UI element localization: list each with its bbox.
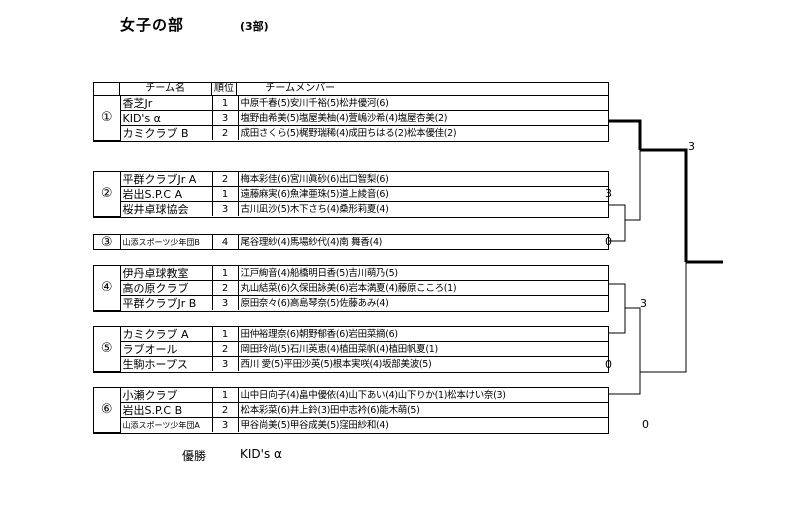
table-row: 桜井卓球協会 3 古川凪沙(5)木下さち(4)桑形莉夏(4) bbox=[94, 201, 608, 216]
team-members: 松本彩菜(6)井上鈴(3)田中志衿(6)能木萌(5) bbox=[237, 402, 608, 418]
score-bottom-semi: 3 bbox=[640, 297, 647, 310]
team-members: 塩野由希美(5)塩屋美柚(4)萱嶋沙希(4)塩屋杏美(2) bbox=[237, 110, 608, 126]
group-number: ④ bbox=[94, 266, 121, 311]
table-row: ③ 山添スポーツ少年団B 4 尾谷理紗(4)馬場紗代(4)南 舞香(4) bbox=[94, 235, 608, 249]
bracket-line-yamazoe-b bbox=[609, 220, 626, 242]
group-3: ③ 山添スポーツ少年団B 4 尾谷理紗(4)馬場紗代(4)南 舞香(4) bbox=[93, 234, 609, 250]
group-1: ① 香芝Jr 1 中原千春(5)安川千裕(5)松井優河(6) KID's α 3… bbox=[93, 95, 609, 142]
team-name: 平群クラブJr B bbox=[120, 295, 213, 310]
group-number: ⑥ bbox=[94, 388, 121, 433]
table-row: 岩出S.P.C B 2 松本彩菜(6)井上鈴(3)田中志衿(6)能木萌(5) bbox=[94, 402, 608, 418]
team-members: 丸山結菜(6)久保田詠美(6)岩本満夏(4)藤原こころ(1) bbox=[237, 280, 608, 296]
header-members: チームメンバー bbox=[265, 83, 336, 94]
team-members: 古川凪沙(5)木下さち(4)桑形莉夏(4) bbox=[237, 201, 608, 216]
bracket-line-final-top bbox=[640, 148, 688, 262]
table-row: KID's α 3 塩野由希美(5)塩屋美柚(4)萱嶋沙希(4)塩屋杏美(2) bbox=[94, 110, 608, 126]
team-name: 小瀬クラブ bbox=[119, 388, 213, 403]
bracket-line-semi-lower bbox=[625, 150, 641, 221]
team-name: 桜井卓球協会 bbox=[120, 201, 213, 216]
table-row: ラブオール 2 岡田玲尚(5)石川英恵(4)植田菜帆(4)植田帆夏(1) bbox=[94, 341, 608, 357]
header-team: チーム名 bbox=[120, 83, 212, 95]
group-2: ② 平群クラブJr A 2 梅本彩佳(6)宮川眞砂(6)出口智梨(6) 岩出S.… bbox=[93, 171, 609, 218]
winner-team: KID's α bbox=[240, 447, 282, 461]
score-kose: 0 bbox=[605, 358, 612, 371]
page-title: 女子の部 bbox=[120, 16, 185, 34]
group-5: ⑤ カミクラブ A 1 田仲裕理奈(6)朝野郁香(6)岩田菜摘(6) ラブオール… bbox=[93, 326, 609, 373]
table-row: ① 香芝Jr 1 中原千春(5)安川千裕(5)松井優河(6) bbox=[94, 96, 608, 141]
score-final-top: 3 bbox=[688, 140, 695, 153]
team-name: 生駒ホープス bbox=[120, 356, 213, 371]
group-4: ④ 伊丹卓球教室 1 江戸絢音(4)船橋明日香(5)吉川萌乃(5) 高の原クラブ… bbox=[93, 265, 609, 312]
team-members: 成田さくら(5)梶野瑞稀(4)成田ちはる(2)松本優佳(2) bbox=[237, 125, 608, 140]
table-row: 生駒ホープス 3 西川 愛(5)平田沙英(5)根本実咲(4)坂部美波(5) bbox=[94, 356, 608, 371]
team-name: KID's α bbox=[120, 110, 213, 126]
team-rank: 1 bbox=[211, 186, 239, 202]
table-row: カミクラブ B 2 成田さくら(5)梶野瑞稀(4)成田ちはる(2)松本優佳(2) bbox=[94, 125, 608, 140]
bracket-line-kids bbox=[609, 119, 642, 150]
team-members: 原田奈々(6)高島琴奈(5)佐藤あみ(4) bbox=[237, 295, 608, 310]
team-members: 甲谷尚美(5)甲谷成美(5)窪田紗和(4) bbox=[237, 417, 608, 432]
team-members: 遠藤麻実(6)魚津亜珠(5)道上綾音(6) bbox=[237, 186, 608, 202]
table-row: 平群クラブJr B 3 原田奈々(6)高島琴奈(5)佐藤あみ(4) bbox=[94, 295, 608, 310]
score-yamazoe-b: 0 bbox=[605, 235, 612, 248]
bracket-line-kamiclub-a bbox=[609, 308, 626, 334]
bracket-line-iwade-a bbox=[609, 204, 626, 220]
table-row: 山添スポーツ少年団A 3 甲谷尚美(5)甲谷成美(5)窪田紗和(4) bbox=[94, 417, 608, 432]
bracket-line-final-bottom bbox=[640, 262, 687, 373]
table-row: 岩出S.P.C A 1 遠藤麻実(6)魚津亜珠(5)道上綾音(6) bbox=[94, 186, 608, 202]
team-name: 高の原クラブ bbox=[120, 280, 213, 296]
table-header: チーム名 順位 チームメンバー bbox=[93, 82, 609, 95]
bracket-line-kose bbox=[609, 372, 641, 395]
team-members: 尾谷理紗(4)馬場紗代(4)南 舞香(4) bbox=[237, 235, 608, 249]
team-members: 岡田玲尚(5)石川英恵(4)植田菜帆(4)植田帆夏(1) bbox=[237, 341, 608, 357]
group-6: ⑥ 小瀬クラブ 1 山中日向子(4)畠中優依(4)山下あい(4)山下りか(1)松… bbox=[93, 387, 609, 434]
header-rank: 順位 bbox=[212, 83, 238, 95]
group-number: ① bbox=[94, 96, 121, 141]
team-members: 西川 愛(5)平田沙英(5)根本実咲(4)坂部美波(5) bbox=[237, 356, 608, 371]
header-no bbox=[94, 83, 120, 95]
team-name: カミクラブ B bbox=[120, 125, 213, 140]
team-name: 岩出S.P.C B bbox=[120, 402, 213, 418]
table-row: 高の原クラブ 2 丸山結菜(6)久保田詠美(6)岩本満夏(4)藤原こころ(1) bbox=[94, 280, 608, 296]
table-row: ② 平群クラブJr A 2 梅本彩佳(6)宮川眞砂(6)出口智梨(6) bbox=[94, 172, 608, 217]
group-number: ⑤ bbox=[94, 327, 121, 372]
team-name: 岩出S.P.C A bbox=[120, 186, 213, 202]
team-name: ラブオール bbox=[120, 341, 213, 357]
score-final-bottom: 0 bbox=[642, 418, 649, 431]
bracket-line-itami bbox=[609, 283, 626, 308]
page-subtitle: (3部) bbox=[240, 20, 269, 33]
score-iwade-a: 3 bbox=[605, 187, 612, 200]
winner-label: 優勝 bbox=[182, 449, 207, 463]
bracket-line-semi-upper bbox=[625, 307, 641, 372]
group-number: ② bbox=[94, 172, 121, 217]
